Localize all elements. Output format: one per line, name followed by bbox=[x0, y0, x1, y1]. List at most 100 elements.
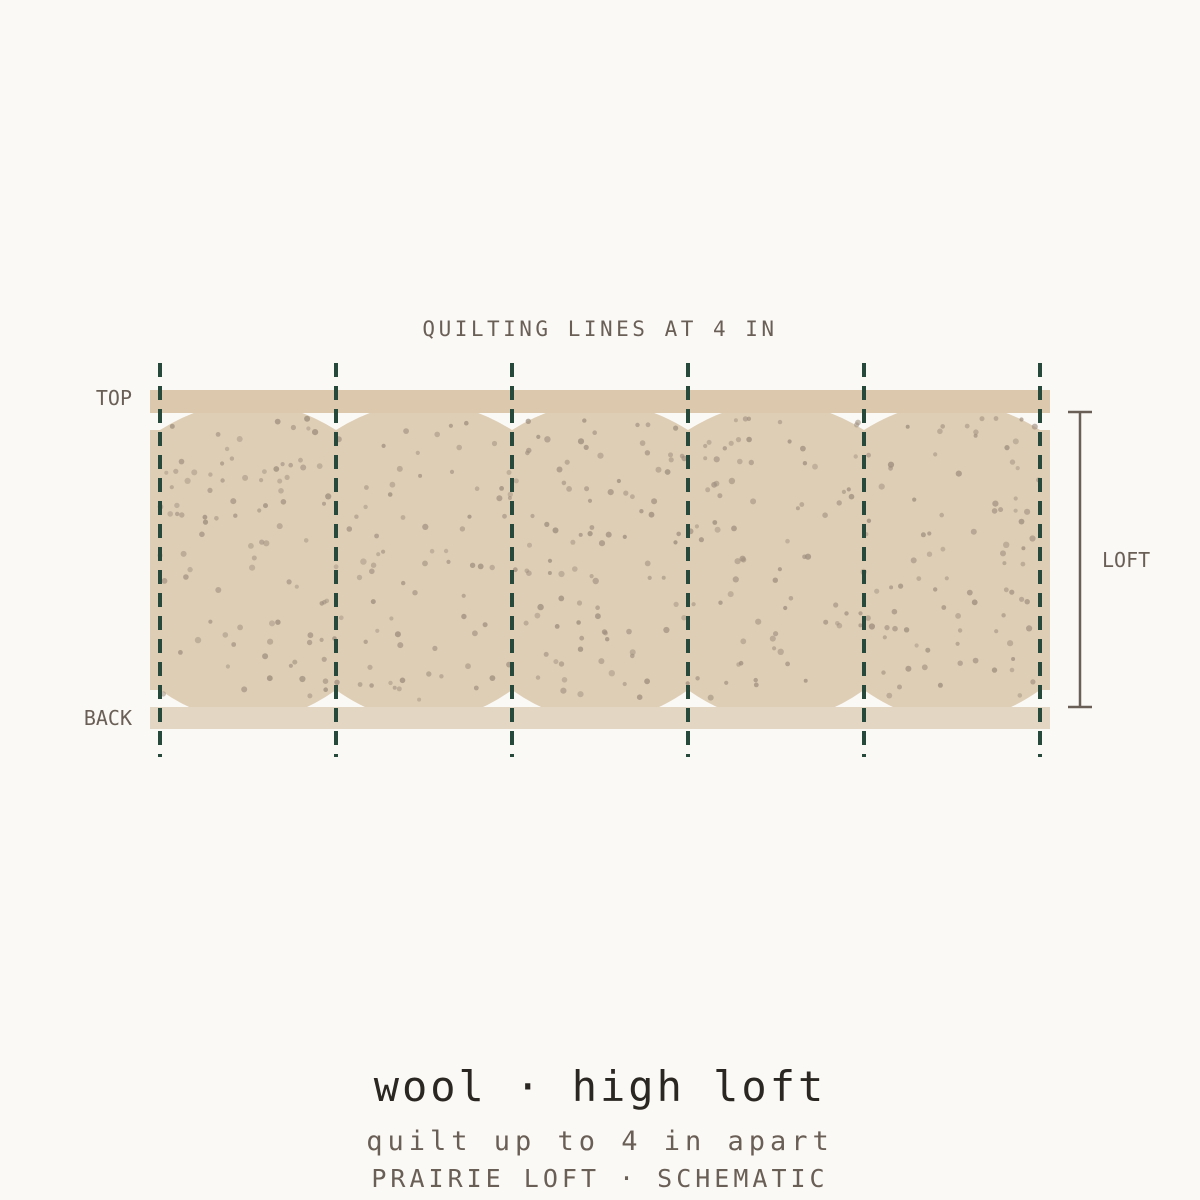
fiber-dot bbox=[173, 468, 179, 474]
fiber-dot bbox=[576, 620, 581, 625]
fiber-dot bbox=[360, 558, 367, 565]
fiber-dot bbox=[926, 551, 933, 557]
fiber-dot bbox=[598, 540, 606, 547]
fiber-dot bbox=[668, 457, 674, 463]
fiber-dot bbox=[535, 675, 541, 680]
fiber-dot bbox=[957, 660, 963, 666]
fiber-dot bbox=[639, 440, 646, 446]
fiber-dot bbox=[777, 567, 783, 572]
fiber-dot bbox=[194, 636, 202, 644]
fiber-dot bbox=[387, 492, 393, 497]
fiber-dot bbox=[772, 646, 777, 651]
fiber-dot bbox=[304, 415, 311, 422]
fiber-dot bbox=[1024, 599, 1030, 605]
fiber-dot bbox=[777, 648, 784, 655]
fiber-dot bbox=[558, 661, 565, 667]
fiber-dot bbox=[1002, 561, 1007, 566]
fiber-dot bbox=[673, 425, 679, 431]
fiber-dot bbox=[941, 605, 947, 610]
fiber-dot bbox=[753, 682, 759, 688]
fiber-dot bbox=[972, 657, 979, 664]
fiber-dot bbox=[713, 456, 720, 463]
top-label: TOP bbox=[96, 386, 132, 410]
fiber-dot bbox=[607, 489, 614, 496]
fiber-dot bbox=[175, 511, 180, 517]
fiber-dot bbox=[853, 454, 858, 459]
fiber-dot bbox=[374, 533, 379, 539]
fiber-dot bbox=[685, 681, 690, 686]
fiber-dot bbox=[991, 508, 998, 514]
fiber-dot bbox=[389, 616, 394, 621]
fiber-dot bbox=[836, 500, 842, 506]
fiber-dot bbox=[461, 613, 467, 620]
fiber-dot bbox=[443, 548, 449, 554]
fiber-dot bbox=[429, 548, 435, 554]
fiber-dot bbox=[732, 576, 739, 583]
fiber-dot bbox=[220, 461, 225, 466]
fiber-dot bbox=[273, 466, 280, 472]
fiber-dot bbox=[579, 635, 585, 641]
fiber-dot bbox=[306, 426, 311, 431]
fiber-dot bbox=[474, 486, 480, 492]
fiber-dot bbox=[639, 509, 644, 514]
fiber-dot bbox=[278, 488, 284, 494]
fiber-dot bbox=[524, 568, 530, 574]
fiber-dot bbox=[499, 486, 504, 491]
fiber-dot bbox=[558, 595, 565, 602]
fiber-dot bbox=[889, 585, 894, 590]
fiber-dot bbox=[288, 462, 294, 468]
fiber-dot bbox=[298, 457, 303, 463]
fiber-dot bbox=[795, 506, 800, 511]
fiber-dot bbox=[1004, 445, 1010, 451]
fiber-dot bbox=[587, 498, 593, 503]
fiber-dot bbox=[882, 635, 887, 640]
fiber-dot bbox=[448, 423, 453, 428]
fiber-dot bbox=[178, 650, 183, 655]
fiber-dot bbox=[543, 651, 549, 657]
fiber-dot bbox=[881, 670, 886, 675]
fiber-dot bbox=[513, 478, 519, 484]
fiber-dot bbox=[312, 429, 319, 436]
fiber-dot bbox=[183, 574, 189, 580]
fiber-dot bbox=[713, 480, 720, 487]
fiber-dot bbox=[750, 498, 757, 505]
fiber-dot bbox=[467, 514, 472, 519]
fiber-dot bbox=[892, 625, 898, 632]
fiber-dot bbox=[262, 469, 267, 474]
fiber-dot bbox=[465, 663, 471, 670]
fiber-dot bbox=[544, 436, 551, 443]
fiber-dot bbox=[788, 596, 794, 601]
fiber-dot bbox=[199, 531, 205, 538]
fiber-dot bbox=[266, 675, 273, 682]
fiber-dot bbox=[616, 478, 622, 484]
fiber-dot bbox=[886, 692, 893, 699]
fiber-dot bbox=[916, 576, 922, 581]
fiber-dot bbox=[537, 603, 544, 611]
fiber-dot bbox=[783, 605, 788, 611]
fiber-dot bbox=[746, 416, 752, 421]
fiber-dot bbox=[833, 602, 839, 608]
fiber-dot bbox=[306, 639, 313, 646]
fiber-dot bbox=[1000, 550, 1006, 557]
fiber-dot bbox=[703, 456, 708, 461]
fiber-dot bbox=[370, 599, 376, 605]
fiber-dot bbox=[769, 635, 776, 642]
fiber-dot bbox=[558, 570, 565, 578]
fiber-dot bbox=[269, 620, 275, 627]
fiber-dot bbox=[547, 558, 553, 563]
fiber-dot bbox=[592, 430, 597, 436]
fiber-dot bbox=[577, 438, 585, 445]
fiber-dot bbox=[527, 542, 532, 548]
fiber-dot bbox=[556, 466, 563, 473]
fiber-dot bbox=[534, 612, 541, 619]
fiber-dot bbox=[512, 567, 518, 573]
fiber-dot bbox=[905, 424, 910, 429]
fiber-dot bbox=[884, 625, 890, 631]
fiber-dot bbox=[777, 419, 783, 425]
fiber-dot bbox=[319, 637, 324, 643]
fiber-dot bbox=[644, 678, 650, 685]
fiber-dot bbox=[787, 439, 792, 444]
fiber-dot bbox=[914, 643, 919, 648]
fiber-dot bbox=[276, 523, 283, 530]
fiber-dot bbox=[1003, 541, 1010, 548]
